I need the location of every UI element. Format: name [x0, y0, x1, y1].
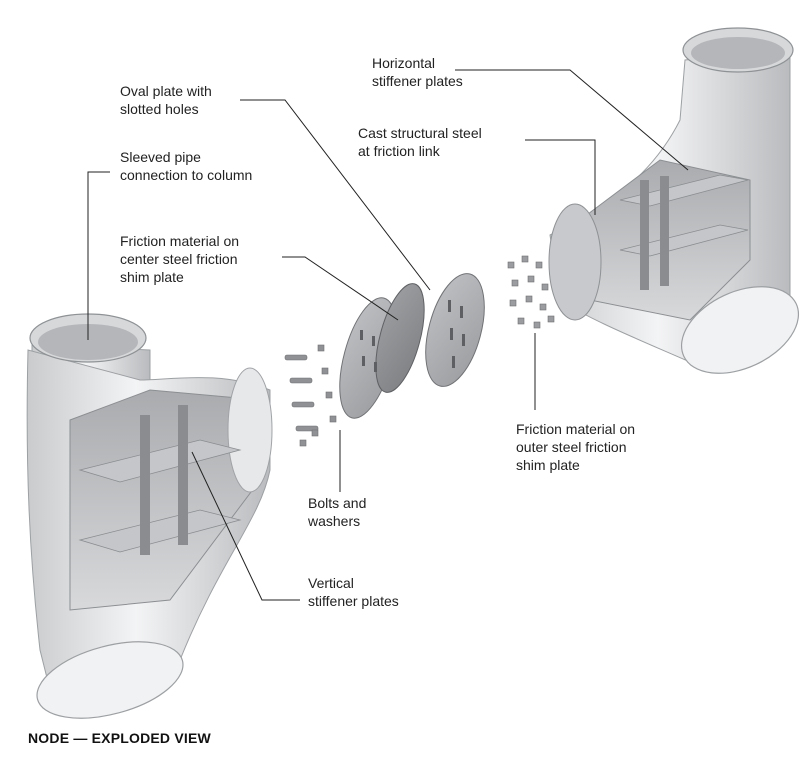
- right-node-top-opening-inner: [691, 37, 785, 69]
- label-friction-center: Friction material on center steel fricti…: [120, 233, 240, 285]
- leader-vertical-stiffener: [191, 451, 300, 601]
- left-node-bottom-opening: [36, 641, 184, 719]
- label-sleeved-pipe: Sleeved pipe connection to column: [120, 149, 253, 183]
- friction-plates: [339, 273, 485, 419]
- oval-slotted-plate: [425, 273, 485, 387]
- right-node-left-opening: [548, 203, 602, 321]
- left-node-right-opening: [227, 367, 273, 493]
- label-horizontal-stiffener: Horizontal stiffener plates: [372, 55, 463, 89]
- left-bolt-group: [284, 344, 337, 447]
- label-vertical-stiffener: Vertical stiffener plates: [308, 575, 399, 609]
- leader-cast-steel: [525, 139, 596, 215]
- right-node-bottom-opening: [680, 286, 800, 374]
- leader-friction-center: [282, 256, 399, 321]
- center-shim-plate: [375, 283, 425, 393]
- leader-sleeved-pipe: [87, 171, 110, 340]
- label-cast-steel: Cast structural steel at friction link: [358, 125, 482, 159]
- right-vertical-plates: [640, 176, 669, 290]
- label-bolts: Bolts and washers: [308, 495, 367, 529]
- right-node: [548, 27, 800, 374]
- left-vertical-plates: [140, 405, 188, 555]
- figure-caption: NODE — EXPLODED VIEW: [28, 730, 211, 746]
- left-node: [26, 313, 273, 719]
- left-node-top-opening-inner: [38, 324, 138, 360]
- label-oval-plate: Oval plate with slotted holes: [120, 83, 212, 117]
- label-friction-outer: Friction material on outer steel frictio…: [516, 421, 636, 473]
- left-horizontal-plates: [78, 439, 242, 553]
- right-bolt-group: [507, 255, 555, 329]
- leader-lines: [87, 69, 689, 601]
- leader-horizontal-stiffener: [455, 69, 689, 171]
- leader-oval-plate: [240, 99, 431, 291]
